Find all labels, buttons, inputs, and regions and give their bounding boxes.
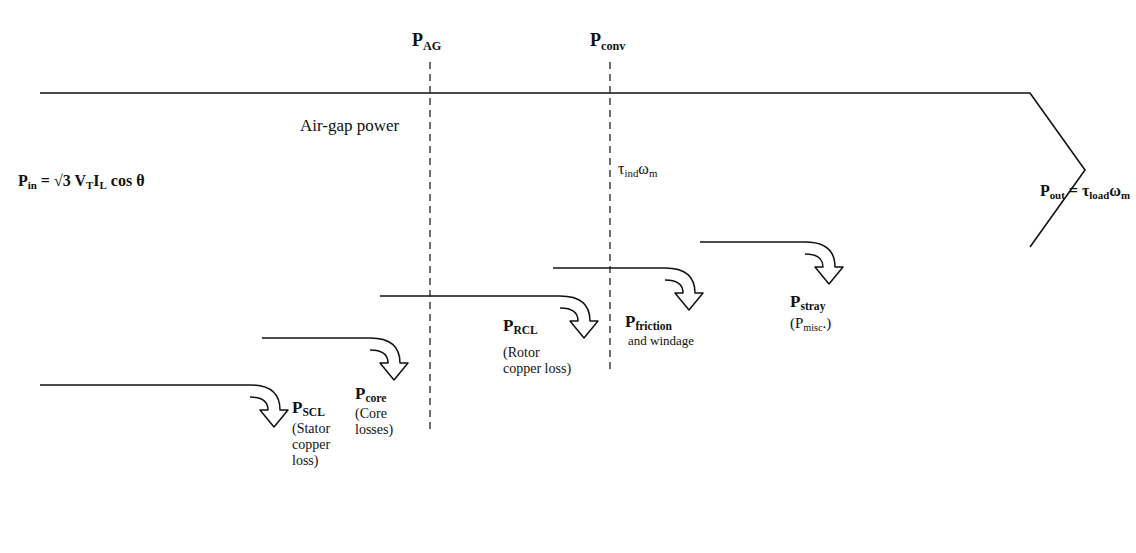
dashed-marker — [609, 62, 610, 370]
main-flow-outline — [40, 93, 1085, 247]
power-symbol: Pconv — [590, 30, 625, 53]
input-power-formula: Pin = √3 VTIL cos θ — [18, 172, 144, 192]
loss-symbol: Pcore — [355, 384, 386, 406]
loss-description: (Core losses) — [355, 406, 415, 438]
loss-arrow — [560, 296, 598, 338]
loss-description: and windage — [628, 334, 694, 349]
loss-arrow — [665, 268, 703, 310]
power-symbol: PAG — [412, 30, 441, 53]
loss-symbol: PRCL — [503, 316, 538, 338]
loss-symbol: PSCL — [292, 398, 325, 420]
loss-description: (Pmisc.) — [790, 315, 831, 334]
loss-arrow — [805, 242, 843, 284]
loss-symbol: Pstray — [790, 292, 825, 314]
flow-step-line — [380, 295, 560, 297]
loss-description: (Rotor copper loss) — [503, 345, 575, 377]
output-power-formula: Pout = τloadωm — [1040, 182, 1130, 202]
flow-step-line — [40, 384, 250, 386]
flow-step-line — [553, 267, 665, 269]
torque-speed-label: τindωm — [618, 160, 657, 180]
loss-arrow — [370, 338, 408, 380]
loss-symbol: Pfriction — [625, 312, 672, 334]
loss-arrow — [250, 385, 288, 427]
dashed-marker — [429, 62, 430, 430]
flow-step-line — [262, 337, 370, 339]
flow-label: Air-gap power — [300, 116, 399, 136]
flow-step-line — [700, 241, 805, 243]
loss-description: (Stator copper loss) — [292, 421, 354, 469]
